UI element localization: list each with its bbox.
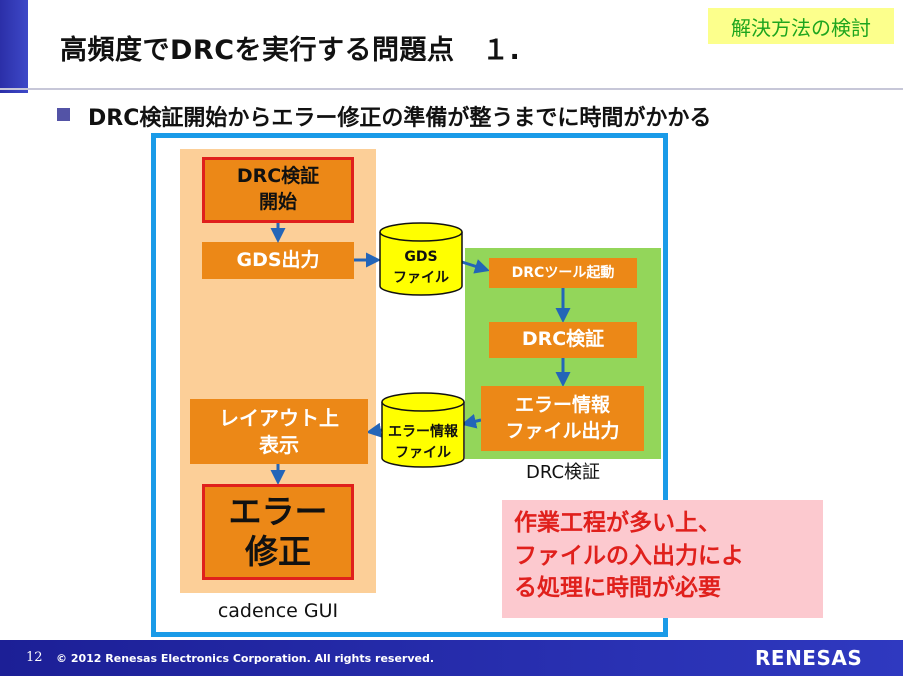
note-line3: る処理に時間が必要 xyxy=(514,575,721,602)
error-file-cylinder xyxy=(381,392,465,468)
page-number: 12 xyxy=(26,650,43,665)
gds-file-cylinder xyxy=(379,222,463,296)
error-fix-line1: エラー xyxy=(228,491,328,531)
arrow-file-to-tool xyxy=(461,259,490,274)
layout-display-line1: レイアウト上 xyxy=(219,405,339,430)
cadence-panel-label: cadence GUI xyxy=(217,600,339,622)
bullet-text: DRC検証開始からエラー修正の準備が整うまでに時間がかかる xyxy=(88,106,712,131)
drc-verify-box: DRC検証 xyxy=(489,322,637,358)
error-fix-box: エラー修正 xyxy=(202,484,354,580)
drc-start-box: DRC検証開始 xyxy=(202,157,354,223)
renesas-logo: RENESAS xyxy=(755,646,863,670)
gds-file-label: GDS ファイル xyxy=(380,247,462,289)
drc-panel-label: DRC検証 xyxy=(525,462,601,483)
error-output-line1: エラー情報 xyxy=(514,393,610,416)
layout-display-box: レイアウト上表示 xyxy=(190,399,368,464)
drc-tool-box: DRCツール起動 xyxy=(489,258,637,288)
layout-display-line2: 表示 xyxy=(259,432,299,457)
error-output-line2: ファイル出力 xyxy=(505,419,620,442)
error-fix-line2: 修正 xyxy=(245,532,311,571)
arrow-file-to-layout xyxy=(366,422,383,438)
diagram-frame xyxy=(151,133,668,637)
error-output-box: エラー情報ファイル出力 xyxy=(481,386,644,451)
error-file-line2: ファイル xyxy=(395,445,451,461)
bullet-square-icon xyxy=(57,108,70,121)
slide-title: 高頻度でDRCを実行する問題点 １. xyxy=(60,35,521,66)
problem-note: 作業工程が多い上、 ファイルの入出力によ る処理に時間が必要 xyxy=(502,500,823,618)
gds-file-line2: ファイル xyxy=(393,270,449,286)
section-tag: 解決方法の検討 xyxy=(708,8,894,44)
drc-start-line2: 開始 xyxy=(258,191,297,213)
gds-file-line1: GDS xyxy=(404,249,438,265)
title-divider xyxy=(0,88,903,90)
error-file-label: エラー情報ファイル xyxy=(378,422,468,464)
arrow-errout-to-file xyxy=(461,413,482,429)
gds-output-box: GDS出力 xyxy=(202,242,354,279)
note-line1: 作業工程が多い上、 xyxy=(514,510,721,536)
note-line2: ファイルの入出力によ xyxy=(514,542,744,569)
title-accent-bar xyxy=(0,0,28,93)
drc-start-line1: DRC検証 xyxy=(236,165,320,188)
error-file-line1: エラー情報 xyxy=(388,424,458,440)
copyright-text: © 2012 Renesas Electronics Corporation. … xyxy=(56,652,435,665)
footer-bar xyxy=(0,640,903,676)
